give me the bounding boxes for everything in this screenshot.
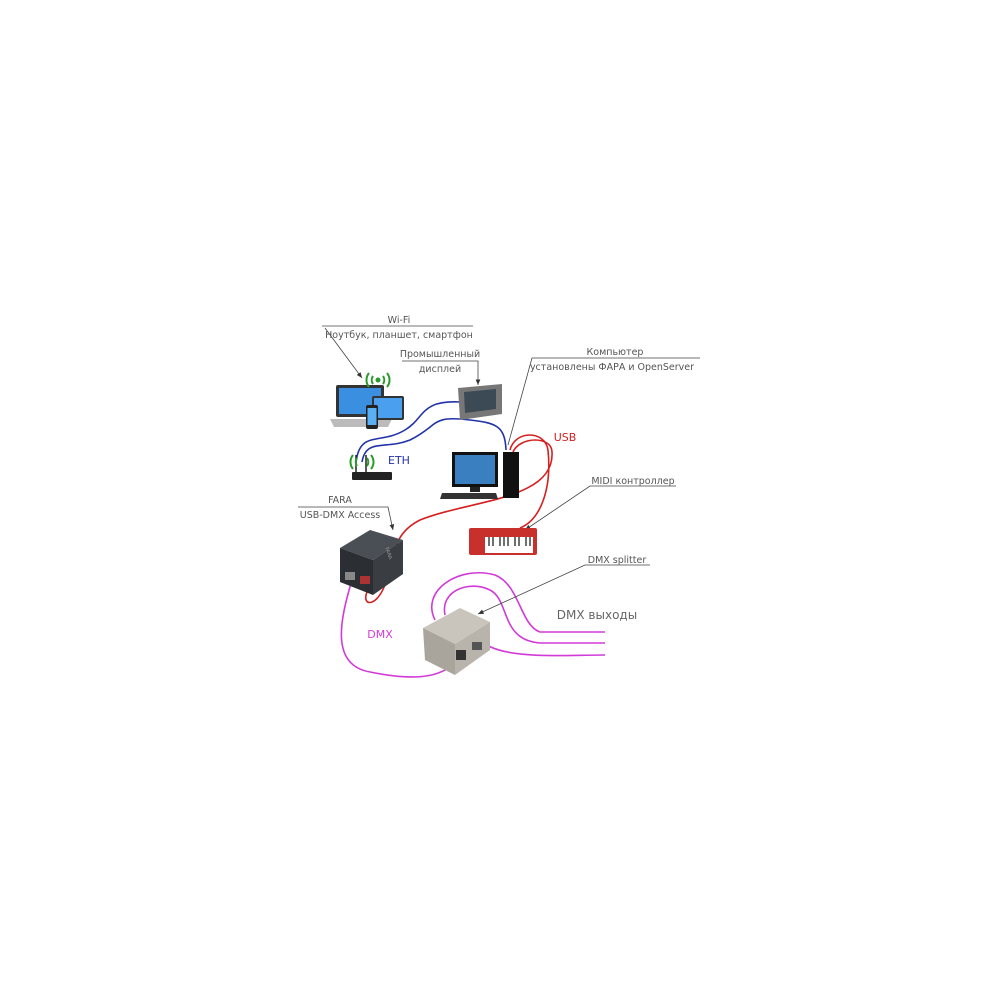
industrial-display-icon bbox=[458, 384, 502, 420]
fara-label-line2: USB-DMX Access bbox=[300, 510, 381, 521]
computer-label-line1: Компьютер bbox=[587, 347, 644, 358]
computer-label-line2: установлены ФАРА и OpenServer bbox=[530, 362, 694, 373]
wifi-devices-label: Ноутбук, планшет, смартфон bbox=[325, 330, 473, 341]
eth-label: ETH bbox=[388, 454, 410, 467]
fara-label-line1: FARA bbox=[328, 495, 352, 506]
dmx-splitter-box bbox=[423, 608, 490, 675]
dmx-cables bbox=[340, 572, 606, 678]
wifi-icon bbox=[365, 372, 391, 388]
usb-cables bbox=[365, 434, 553, 604]
eth-cables bbox=[355, 401, 507, 463]
computer-icon bbox=[440, 452, 519, 499]
fara-brand-label: FARA bbox=[383, 547, 393, 561]
display-label-line1: Промышленный bbox=[400, 349, 480, 360]
router-wifi-icon bbox=[349, 454, 375, 470]
wifi-label: Wi-Fi bbox=[388, 315, 411, 326]
laptop-tablet-phone-icon bbox=[330, 385, 404, 429]
leader-lines bbox=[298, 325, 700, 615]
fara-usb-dmx-box bbox=[340, 530, 403, 595]
dmx-outputs-label: DMX выходы bbox=[557, 608, 637, 622]
midi-label: MIDI контроллер bbox=[591, 476, 674, 487]
midi-keyboard-icon bbox=[469, 528, 537, 555]
display-label-line2: дисплей bbox=[419, 364, 461, 375]
usb-label: USB bbox=[554, 431, 577, 444]
splitter-label: DMX splitter bbox=[588, 555, 647, 566]
dmx-label: DMX bbox=[367, 628, 393, 641]
